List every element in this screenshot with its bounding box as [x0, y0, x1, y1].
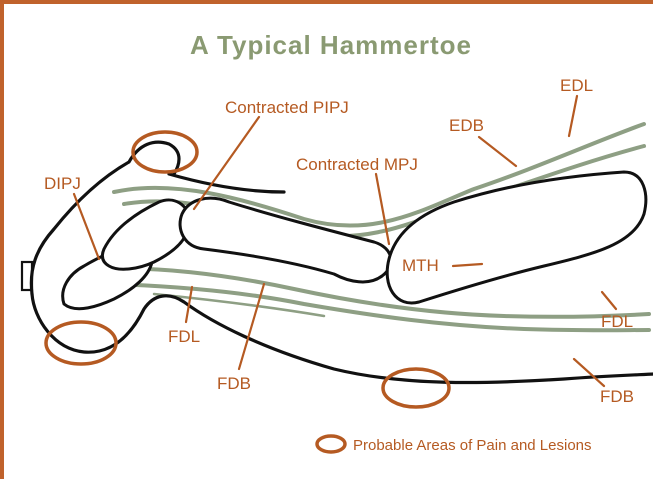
proximal-phalanx [180, 198, 391, 282]
label-mth: MTH [402, 256, 439, 275]
lower-skin-outline [32, 294, 653, 383]
legend: Probable Areas of Pain and Lesions [317, 436, 592, 454]
hammertoe-diagram: A Typical Hammertoe [4, 4, 653, 483]
bones [63, 172, 646, 309]
metatarsal-head [387, 172, 646, 303]
fdb-tendon-branch [154, 294, 324, 316]
label-contracted-pipj: Contracted PIPJ [225, 98, 349, 117]
legend-text: Probable Areas of Pain and Lesions [353, 437, 592, 454]
legend-ring-icon [317, 436, 345, 452]
pain-area-sub-mth [383, 369, 449, 407]
diagram-title: A Typical Hammertoe [190, 30, 472, 60]
pain-area-toe-tip [46, 322, 116, 364]
leader-dipj [74, 194, 99, 259]
label-fdb-left: FDB [217, 374, 251, 393]
middle-phalanx [102, 200, 189, 269]
leader-edb [479, 137, 516, 166]
label-contracted-mpj: Contracted MPJ [296, 155, 418, 174]
label-edl: EDL [560, 76, 593, 95]
leader-edl [569, 96, 577, 136]
label-fdb-right: FDB [600, 387, 634, 406]
label-fdl-right: FDL [601, 312, 633, 331]
label-edb: EDB [449, 116, 484, 135]
label-fdl-left: FDL [168, 327, 200, 346]
label-dipj: DIPJ [44, 174, 81, 193]
leader-fdl-right [602, 292, 616, 309]
leader-fdb-right [574, 359, 604, 386]
pain-area-dorsal-pipj [133, 132, 197, 172]
